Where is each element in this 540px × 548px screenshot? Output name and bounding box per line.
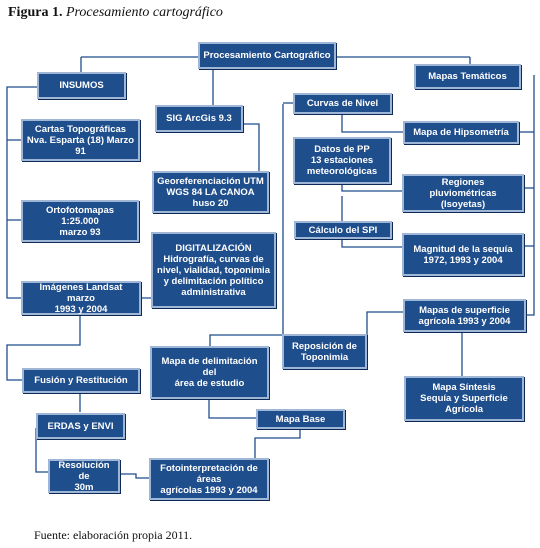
connector-right-spine bbox=[209, 104, 284, 346]
node-fusion: Fusión y Restitución bbox=[22, 368, 140, 393]
node-landsat: Imágenes Landsat marzo 1993 y 2004 bbox=[21, 281, 141, 315]
node-hipsometria: Mapa de Hipsometría bbox=[403, 121, 519, 144]
node-delimitacion: Mapa de delimitación del área de estudio bbox=[150, 346, 269, 399]
node-mapas-tematicos: Mapas Temáticos bbox=[414, 64, 521, 89]
connector-datos-regiones bbox=[341, 183, 402, 192]
node-reposicion: Reposición de Toponimia bbox=[282, 334, 367, 369]
node-insumos: INSUMOS bbox=[37, 72, 126, 99]
node-ortofoto: Ortofotomapas 1:25.000 marzo 93 bbox=[21, 200, 139, 242]
node-fotointerpretacion: Fotointerpretación de áreas agrícolas 19… bbox=[149, 458, 269, 500]
figure-title: Figura 1. Procesamiento cartográfico bbox=[8, 5, 223, 20]
node-erdas: ERDAS y ENVI bbox=[36, 413, 125, 439]
node-sintesis: Mapa Síntesis Sequía y Superficie Agríco… bbox=[404, 376, 524, 421]
node-georef: Georeferenciación UTM WGS 84 LA CANOA hu… bbox=[152, 171, 269, 213]
node-magnitud: Magnitud de la sequía 1972, 1993 y 2004 bbox=[402, 233, 524, 276]
node-datos-pp: Datos de PP 13 estaciones meteorológicas bbox=[293, 137, 391, 184]
connector-spi-magnitud bbox=[341, 237, 402, 248]
node-calculo-spi: Cálculo del SPI bbox=[294, 221, 392, 239]
connector-res-foto bbox=[120, 473, 149, 479]
node-sig: SIG ArcGis 9.3 bbox=[155, 105, 243, 132]
connector-erdas-res bbox=[35, 428, 48, 473]
figure-source: Fuente: elaboración propia 2011. bbox=[34, 528, 193, 542]
connector-landsat-down bbox=[6, 314, 81, 381]
connector-base-foto bbox=[254, 428, 301, 462]
connector-curvas-hips bbox=[341, 113, 403, 133]
connector-tematicos bbox=[525, 75, 535, 316]
node-regiones: Regiones pluviométricas (Isoyetas) bbox=[402, 174, 524, 212]
connector-sig-georef bbox=[243, 123, 269, 174]
node-resolucion: Resolución de 30m bbox=[48, 459, 120, 493]
node-cartas: Cartas Topográficas Nva. Esparta (18) Ma… bbox=[21, 119, 140, 161]
node-mapa-base: Mapa Base bbox=[256, 409, 345, 429]
node-procesamiento: Procesamiento Cartográfico bbox=[198, 42, 336, 69]
figure-title-text: Procesamiento cartográfico bbox=[65, 5, 223, 20]
node-curvas: Curvas de Nivel bbox=[293, 93, 392, 114]
figure-label: Figura 1 bbox=[8, 5, 59, 20]
connector-delim-base bbox=[208, 398, 256, 419]
connector-insumos-spine bbox=[6, 86, 38, 299]
node-digitalizacion: DIGITALIZACIÓN Hidrografía, curvas de ni… bbox=[151, 232, 276, 308]
node-superficie: Mapas de superficie agrícola 1993 y 2004 bbox=[403, 299, 526, 332]
connector-superficie-repos bbox=[283, 311, 405, 336]
